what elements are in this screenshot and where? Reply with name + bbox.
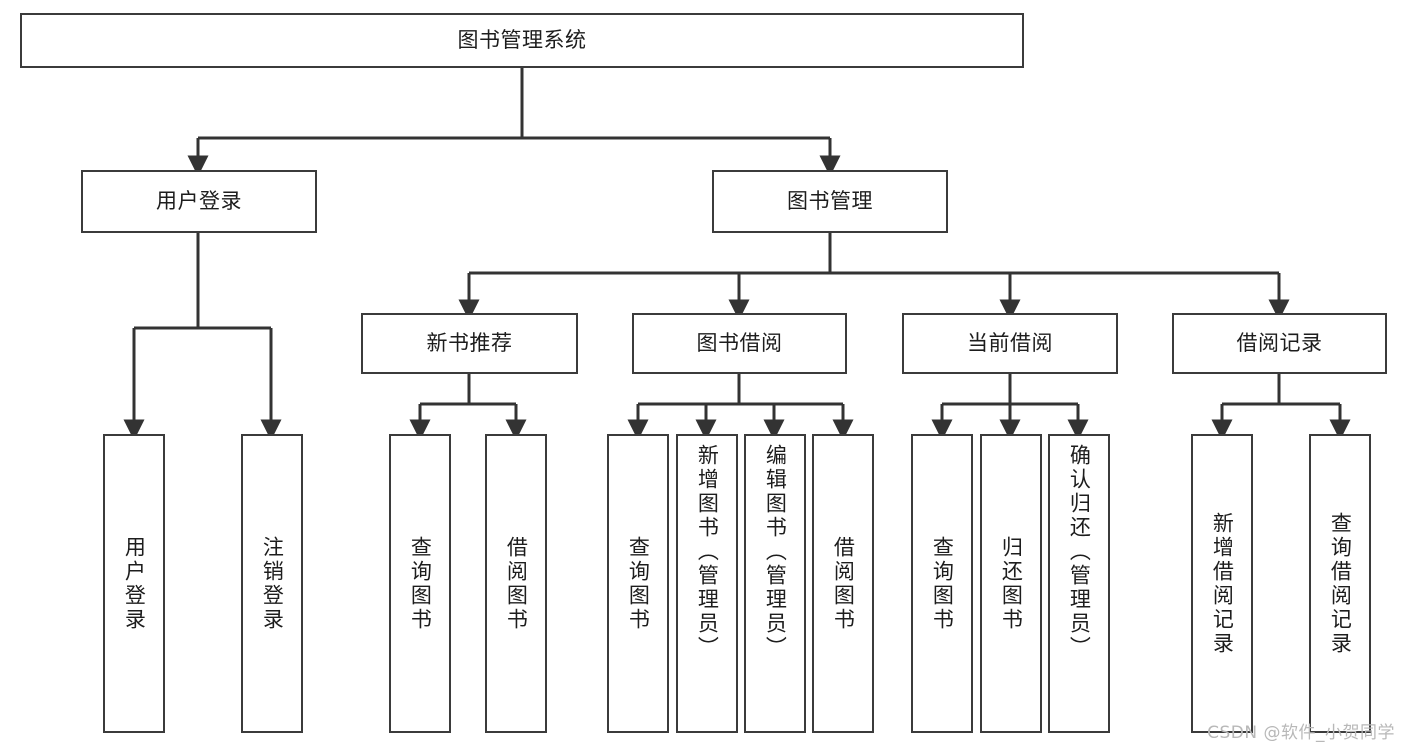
node-book-management-label: 图书管理: [787, 189, 873, 214]
node-new-book-recommend-label: 新书推荐: [426, 331, 513, 356]
node-leaf-add-borrow-record[interactable]: 新增借阅记录: [1191, 434, 1253, 733]
node-leaf-return-book[interactable]: 归还图书: [980, 434, 1042, 733]
node-book-borrow[interactable]: 图书借阅: [632, 313, 847, 374]
node-leaf-query-borrow-record[interactable]: 查询借阅记录: [1309, 434, 1371, 733]
node-leaf-query-borrow-record-label: 查询借阅记录: [1328, 511, 1353, 656]
node-user-login-label: 用户登录: [156, 189, 242, 214]
node-leaf-user-login-label: 用户登录: [122, 535, 147, 632]
node-leaf-borrow-book-label: 借阅图书: [831, 535, 856, 632]
node-leaf-edit-book-admin[interactable]: 编辑图书（管理员）: [744, 434, 806, 733]
node-leaf-query-book-borrow-label: 查询图书: [626, 535, 651, 632]
node-leaf-confirm-return-admin-label: 确认归还（管理员）: [1067, 444, 1092, 660]
node-leaf-return-book-label: 归还图书: [999, 535, 1024, 632]
node-leaf-query-book-borrow[interactable]: 查询图书: [607, 434, 669, 733]
node-leaf-edit-book-admin-label: 编辑图书（管理员）: [763, 444, 788, 660]
node-leaf-query-book-recommend-label: 查询图书: [408, 535, 433, 632]
node-leaf-borrow-book[interactable]: 借阅图书: [812, 434, 874, 733]
node-new-book-recommend[interactable]: 新书推荐: [361, 313, 578, 374]
node-leaf-query-book-recommend[interactable]: 查询图书: [389, 434, 451, 733]
node-leaf-add-borrow-record-label: 新增借阅记录: [1210, 511, 1235, 656]
node-leaf-add-book-admin-label: 新增图书（管理员）: [695, 444, 720, 660]
node-borrow-record[interactable]: 借阅记录: [1172, 313, 1387, 374]
node-leaf-borrow-book-recommend-label: 借阅图书: [504, 535, 529, 632]
node-leaf-user-login[interactable]: 用户登录: [103, 434, 165, 733]
node-leaf-query-book-current-label: 查询图书: [930, 535, 955, 632]
node-root-label: 图书管理系统: [457, 28, 587, 53]
node-current-borrow-label: 当前借阅: [967, 331, 1053, 356]
node-current-borrow[interactable]: 当前借阅: [902, 313, 1118, 374]
node-user-login[interactable]: 用户登录: [81, 170, 317, 233]
watermark-text: CSDN @软件_小贺同学: [1207, 723, 1395, 743]
node-leaf-query-book-current[interactable]: 查询图书: [911, 434, 973, 733]
node-book-borrow-label: 图书借阅: [696, 331, 783, 356]
node-leaf-logout[interactable]: 注销登录: [241, 434, 303, 733]
node-book-management[interactable]: 图书管理: [712, 170, 948, 233]
node-leaf-logout-label: 注销登录: [260, 535, 285, 632]
node-borrow-record-label: 借阅记录: [1236, 331, 1323, 356]
node-root-book-management-system[interactable]: 图书管理系统: [20, 13, 1024, 68]
node-leaf-confirm-return-admin[interactable]: 确认归还（管理员）: [1048, 434, 1110, 733]
node-leaf-add-book-admin[interactable]: 新增图书（管理员）: [676, 434, 738, 733]
node-leaf-borrow-book-recommend[interactable]: 借阅图书: [485, 434, 547, 733]
